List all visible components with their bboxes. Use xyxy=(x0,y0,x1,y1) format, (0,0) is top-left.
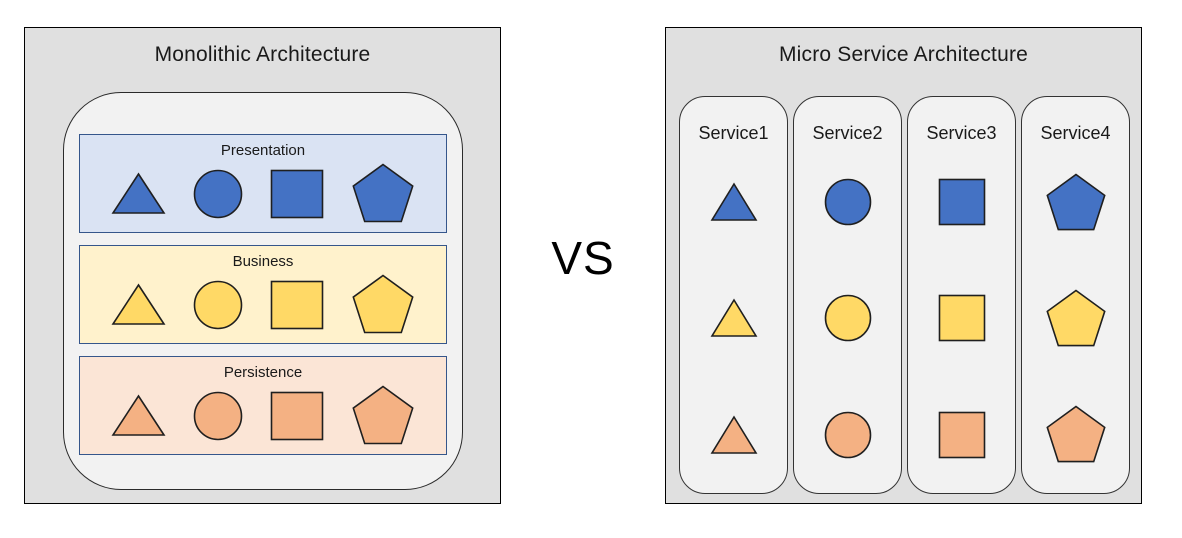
square-icon xyxy=(270,280,324,329)
layer-shapes-row xyxy=(111,381,415,454)
circle-icon xyxy=(824,295,871,342)
triangle-icon xyxy=(111,394,166,436)
service-columns: Service1 Se xyxy=(679,96,1130,494)
shape-slot xyxy=(1045,377,1107,493)
shape-slot xyxy=(710,260,758,376)
monolithic-panel: Monolithic Architecture Presentation xyxy=(24,27,501,504)
pentagon-icon xyxy=(1045,405,1106,463)
layer-label: Business xyxy=(232,253,294,270)
triangle-icon xyxy=(710,298,757,338)
layer-band-presentation: Presentation xyxy=(79,134,447,233)
pentagon-icon xyxy=(1045,173,1106,231)
pentagon-icon xyxy=(352,163,414,223)
square-icon xyxy=(938,178,985,226)
square-icon xyxy=(938,411,985,459)
triangle-icon xyxy=(710,182,757,221)
circle-icon xyxy=(193,280,243,329)
shape-slot xyxy=(824,377,872,493)
shape-slot xyxy=(938,144,986,260)
service-label: Service1 xyxy=(698,123,769,143)
square-icon xyxy=(270,169,324,218)
layer-band-business: Business xyxy=(79,245,447,344)
monolithic-title: Monolithic Architecture xyxy=(154,43,371,66)
layer-label: Presentation xyxy=(220,142,306,159)
shape-slot xyxy=(1045,260,1107,376)
service-column-2: Service2 xyxy=(793,96,902,494)
shape-slot xyxy=(824,260,872,376)
layer-shapes-row xyxy=(111,270,415,343)
layer-shapes-row xyxy=(111,159,415,232)
triangle-icon xyxy=(111,172,166,214)
microservice-title: Micro Service Architecture xyxy=(778,43,1029,66)
shape-slot xyxy=(710,377,758,493)
shape-slot xyxy=(1045,144,1107,260)
layer-label: Persistence xyxy=(223,364,303,381)
service-label: Service3 xyxy=(926,123,997,143)
triangle-icon xyxy=(111,283,166,325)
shape-slot xyxy=(824,144,872,260)
shape-slot xyxy=(938,377,986,493)
circle-icon xyxy=(193,169,243,218)
service-column-3: Service3 xyxy=(907,96,1016,494)
vs-label: VS xyxy=(551,232,615,284)
microservice-panel: Micro Service Architecture Service1 xyxy=(665,27,1142,504)
triangle-icon xyxy=(710,415,757,454)
service-label: Service4 xyxy=(1040,123,1111,143)
square-icon xyxy=(938,295,985,342)
circle-icon xyxy=(824,178,871,226)
service-column-1: Service1 xyxy=(679,96,788,494)
pentagon-icon xyxy=(1045,289,1106,347)
monolith-container: Presentation xyxy=(63,92,463,490)
pentagon-icon xyxy=(352,274,414,334)
square-icon xyxy=(270,391,324,440)
service-column-4: Service4 xyxy=(1021,96,1130,494)
layer-band-persistence: Persistence xyxy=(79,356,447,455)
service-label: Service2 xyxy=(812,123,883,143)
shape-slot xyxy=(710,144,758,260)
circle-icon xyxy=(824,411,871,459)
pentagon-icon xyxy=(352,385,414,445)
shape-slot xyxy=(938,260,986,376)
circle-icon xyxy=(193,391,243,440)
